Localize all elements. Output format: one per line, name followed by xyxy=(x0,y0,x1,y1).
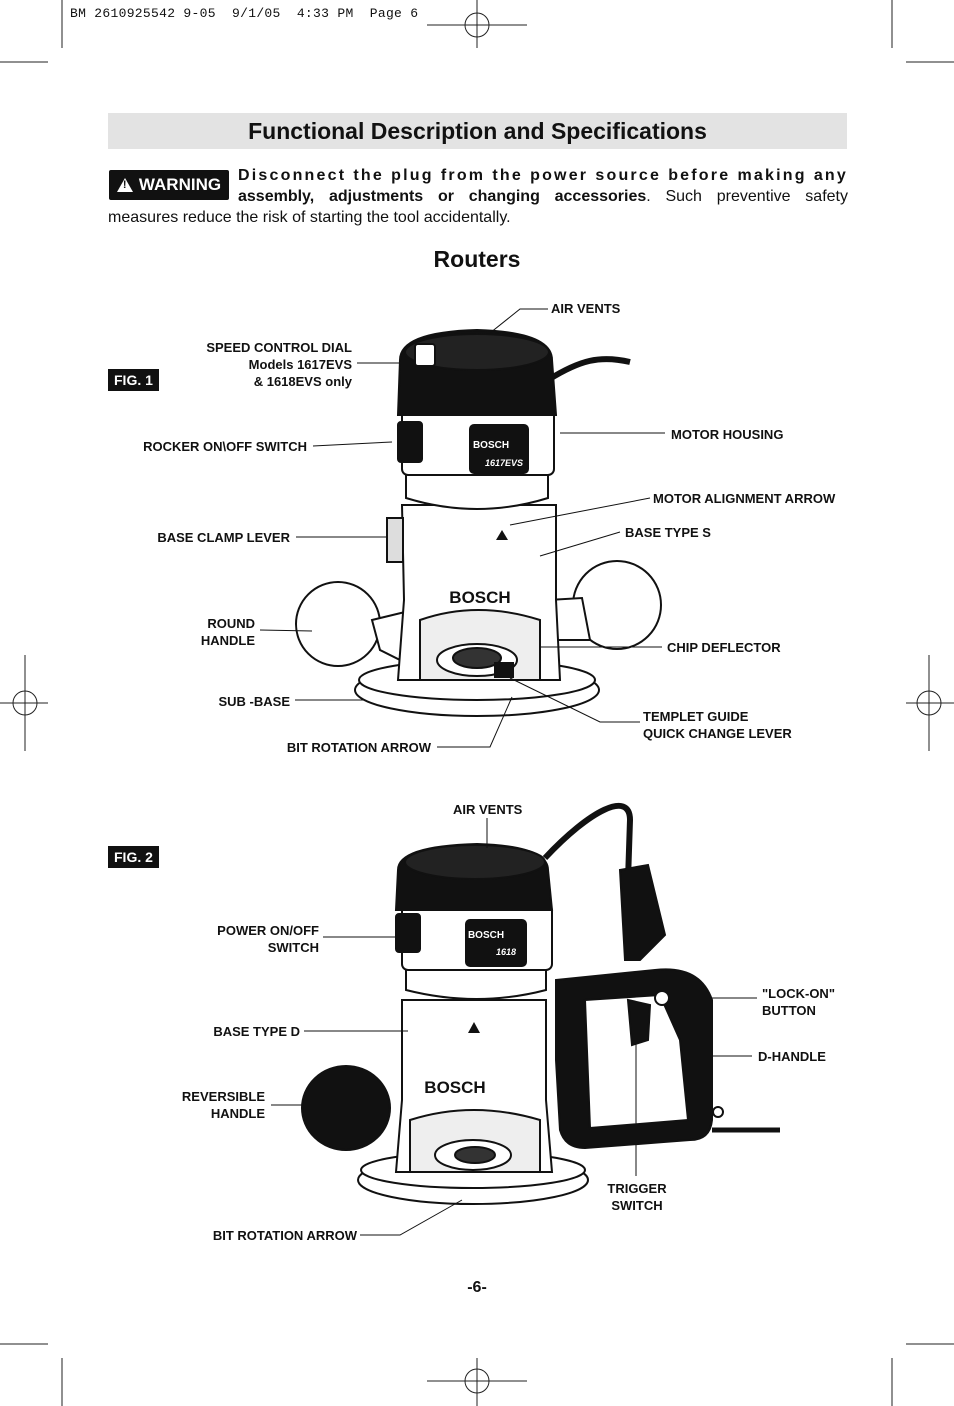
warning-triangle-icon xyxy=(116,178,133,192)
fig1-base-brand: BOSCH xyxy=(449,588,510,607)
fig1-label-speed-dial-2: Models 1617EVS xyxy=(248,357,352,372)
fig2-band-model: 1618 xyxy=(496,947,516,957)
fig1-label-rocker-switch: ROCKER ON\OFF SWITCH xyxy=(143,439,307,454)
fig1-label-templet-1: TEMPLET GUIDE xyxy=(643,709,749,724)
fig2-label-reversible-1: REVERSIBLE xyxy=(181,1089,265,1104)
page-number: -6- xyxy=(467,1279,487,1296)
fig1-label-speed-dial: SPEED CONTROL DIAL Models 1617EVS & 1618… xyxy=(180,339,352,390)
fig1-label-air-vents: AIR VENTS xyxy=(551,301,621,316)
fig1-band-model: 1617EVS xyxy=(485,458,523,468)
warning-lead-1: Disconnect the plug from the power sourc… xyxy=(238,167,848,184)
fig1-label-round-handle: ROUND HANDLE xyxy=(150,615,255,649)
fig1-label-bit-rotation: BIT ROTATION ARROW xyxy=(286,740,431,755)
warning-lead-2: assembly, adjustments or changing access… xyxy=(238,188,647,205)
fig1-label-round-handle-1: ROUND xyxy=(207,616,255,631)
fig2-label-air-vents: AIR VENTS xyxy=(453,802,523,817)
fig2-label-d-handle: D-HANDLE xyxy=(758,1049,826,1064)
fig2-label-power-switch-1: POWER ON/OFF xyxy=(217,923,319,938)
fig2-label-reversible-handle: REVERSIBLE HANDLE xyxy=(150,1088,265,1122)
fig1-label-base-clamp: BASE CLAMP LEVER xyxy=(157,530,290,545)
fig2-label-power-switch: POWER ON/OFF SWITCH xyxy=(160,922,319,956)
fig2-tag: FIG. 2 xyxy=(108,846,159,868)
page-title: Functional Description and Specification… xyxy=(108,113,847,149)
fig1-label-chip-deflector: CHIP DEFLECTOR xyxy=(667,640,781,655)
fig1-label-motor-alignment: MOTOR ALIGNMENT ARROW xyxy=(653,491,836,506)
fig2-label-base-type-d: BASE TYPE D xyxy=(213,1024,300,1039)
fig2-label-bit-rotation: BIT ROTATION ARROW xyxy=(212,1228,357,1243)
fig1-label-motor-housing: MOTOR HOUSING xyxy=(671,427,784,442)
fig1-band-brand: BOSCH xyxy=(473,440,509,451)
fig2-label-trigger-2: SWITCH xyxy=(611,1198,663,1213)
fig1-label-sub-base: SUB -BASE xyxy=(218,694,290,709)
fig2-label-reversible-2: HANDLE xyxy=(210,1106,265,1121)
warning-rest: . Such preventive safety measures reduce… xyxy=(108,188,848,226)
fig2-label-trigger-1: TRIGGER xyxy=(607,1181,667,1196)
warning-badge: WARNING xyxy=(109,170,229,200)
fig2-label-lock-on: "LOCK-ON" BUTTON xyxy=(762,985,835,1019)
fig1-tag: FIG. 1 xyxy=(108,369,159,391)
fig2-base-brand: BOSCH xyxy=(424,1078,485,1097)
fig1-label-speed-dial-3: & 1618EVS only xyxy=(253,374,352,389)
section-title: Routers xyxy=(433,246,521,272)
warning-badge-label: WARNING xyxy=(138,175,222,194)
fig1-label-base-type-s: BASE TYPE S xyxy=(625,525,711,540)
fig1-label-speed-dial-1: SPEED CONTROL DIAL xyxy=(206,340,352,355)
fig2-band-brand: BOSCH xyxy=(468,930,504,941)
fig1-label-round-handle-2: HANDLE xyxy=(200,633,255,648)
fig2-label-lock-on-2: BUTTON xyxy=(762,1003,816,1018)
fig1-label-templet-2: QUICK CHANGE LEVER xyxy=(643,726,792,741)
fig2-label-trigger-switch: TRIGGER SWITCH xyxy=(596,1180,678,1214)
fig2-label-power-switch-2: SWITCH xyxy=(267,940,319,955)
fig1-label-templet: TEMPLET GUIDE QUICK CHANGE LEVER xyxy=(643,708,792,742)
fig2-label-lock-on-1: "LOCK-ON" xyxy=(762,986,835,1001)
warning-text: Disconnect the plug from the power sourc… xyxy=(108,165,848,228)
print-header: BM 2610925542 9-05 9/1/05 4:33 PM Page 6 xyxy=(70,6,419,21)
